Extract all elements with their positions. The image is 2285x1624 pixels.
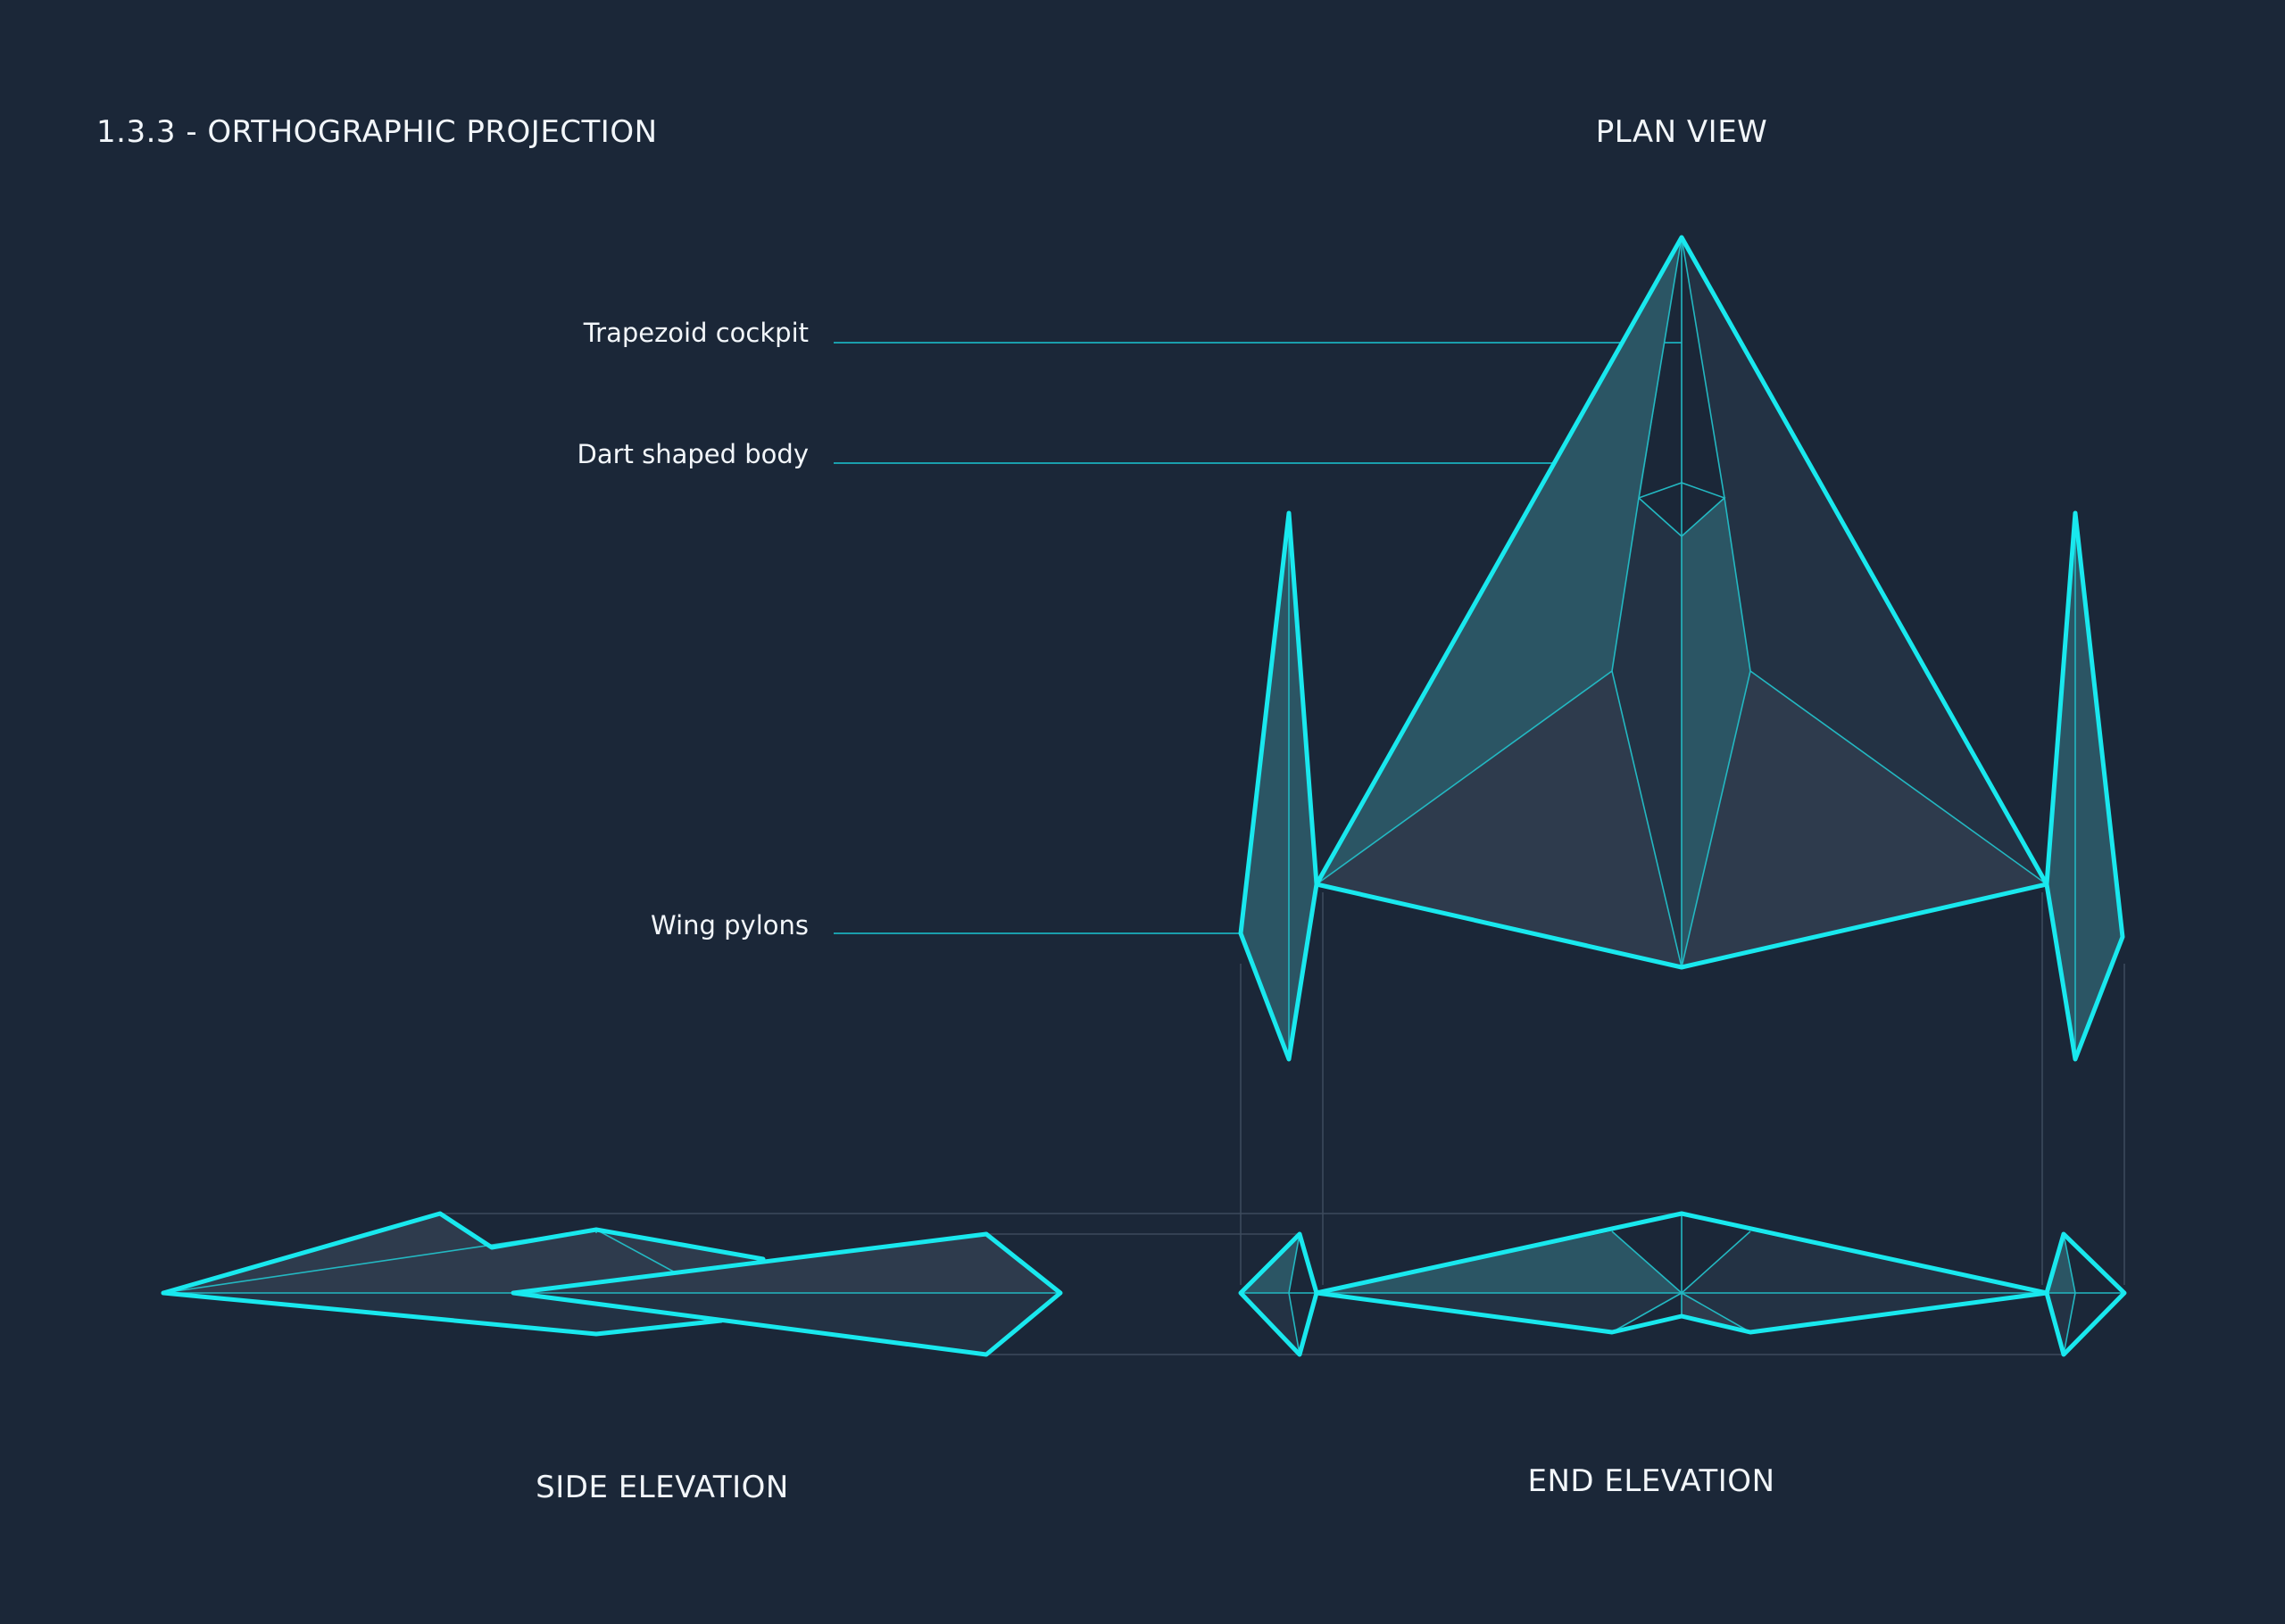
end-elevation-right-pylon	[2044, 1231, 2127, 1357]
plan-view-right-pylon	[2044, 510, 2125, 1062]
plan-view-label: PLAN VIEW	[1595, 114, 1768, 150]
callout-leaders	[834, 342, 1682, 934]
plan-view-ship	[1314, 235, 2049, 970]
diagram-title: 1.3.3 - ORTHOGRAPHIC PROJECTION	[96, 114, 658, 150]
callout-wing-pylons: Wing pylons	[651, 910, 809, 940]
end-elevation-label: END ELEVATION	[1527, 1463, 1775, 1499]
side-elevation-ship	[161, 1211, 1063, 1357]
callout-trapezoid-cockpit: Trapezoid cockpit	[583, 318, 809, 348]
side-elevation-label: SIDE ELEVATION	[536, 1470, 789, 1505]
end-elevation-left-pylon	[1238, 1231, 1319, 1357]
plan-view-left-pylon	[1238, 510, 1319, 1062]
end-elevation-ship	[1314, 1211, 2049, 1335]
projection-guides	[440, 892, 2125, 1355]
callout-dart-body: Dart shaped body	[577, 439, 809, 469]
